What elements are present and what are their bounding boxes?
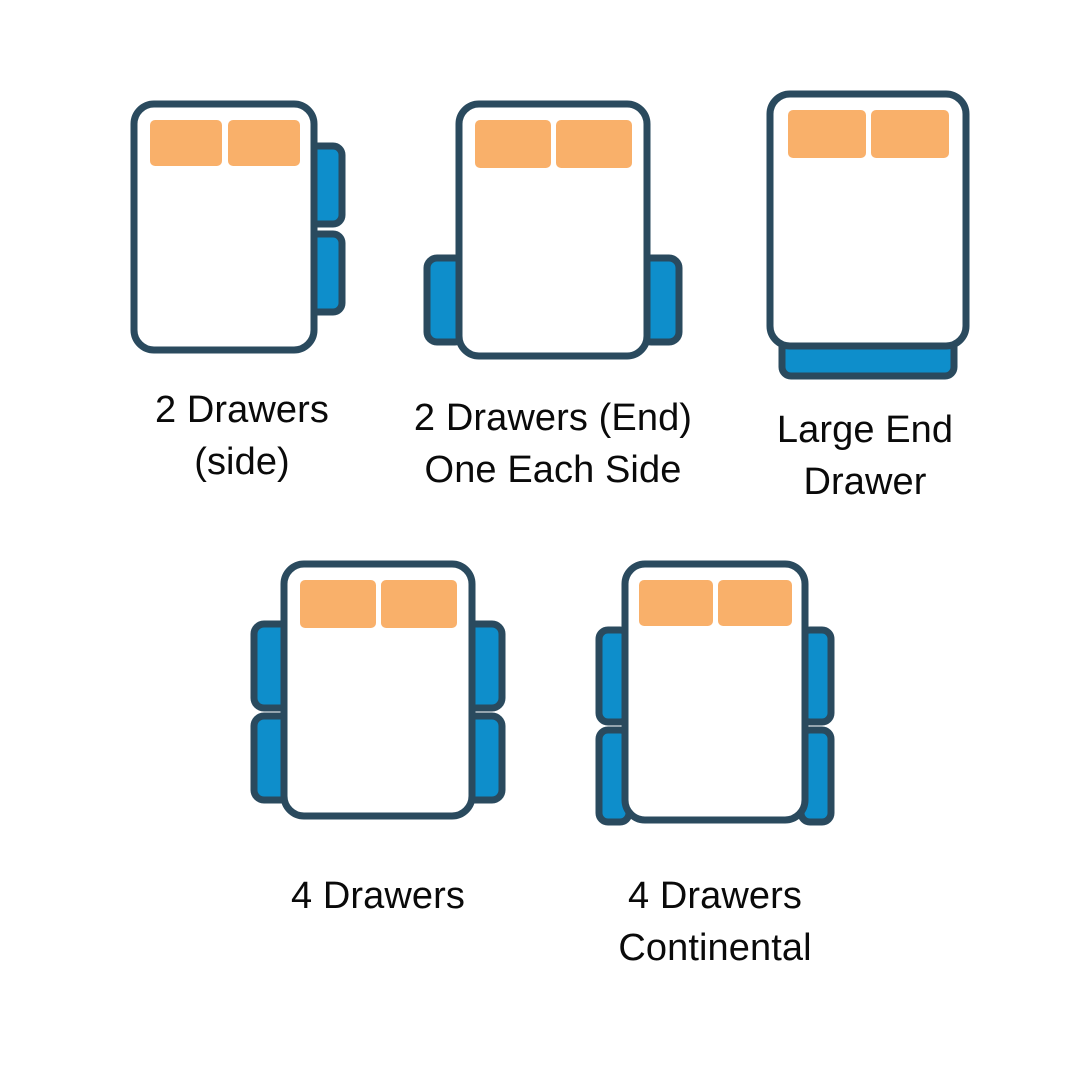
pillow-right — [381, 580, 457, 628]
bed-diagram-large-end-drawer — [766, 90, 970, 380]
pillow-right — [871, 110, 949, 158]
pillow-left — [150, 120, 222, 166]
bed-option-4-drawers[interactable]: 4 Drawers — [228, 552, 528, 922]
bed-option-2-drawers-side[interactable]: 2 Drawers (side) — [92, 92, 392, 489]
bed-option-2-drawers-end-one-each-side[interactable]: 2 Drawers (End) One Each Side — [398, 92, 708, 497]
pillow-right — [718, 580, 792, 626]
bed-option-caption: 4 Drawers Continental — [618, 875, 812, 970]
bed-frame — [621, 560, 809, 824]
bed-option-caption: Large End Drawer — [776, 409, 954, 504]
pillow-left — [475, 120, 551, 168]
pillow-right — [228, 120, 300, 166]
pillow-left — [639, 580, 713, 626]
pillow-left — [300, 580, 376, 628]
bed-option-caption: 4 Drawers — [290, 875, 466, 917]
bed-option-large-end-drawer[interactable]: Large End Drawer — [730, 82, 1000, 509]
bed-option-caption: 2 Drawers (End) One Each Side — [413, 397, 693, 492]
bed-option-caption: 2 Drawers (side) — [154, 389, 330, 484]
pillow-right — [556, 120, 632, 168]
bed-diagram-2-drawers-side — [130, 100, 346, 354]
bed-diagram-2-drawers-end — [423, 100, 683, 360]
bed-option-4-drawers-continental[interactable]: 4 Drawers Continental — [565, 552, 865, 975]
bed-diagram-4-drawers-continental — [595, 560, 835, 826]
pillow-left — [788, 110, 866, 158]
bed-diagram-4-drawers — [250, 560, 506, 820]
